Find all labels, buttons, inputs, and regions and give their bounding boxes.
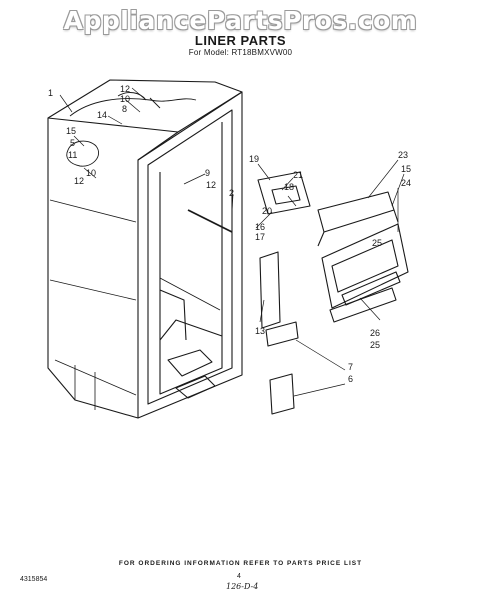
- cabinet-front-frame: [137, 91, 243, 419]
- callout-label: 25: [370, 340, 380, 350]
- callout-label: 8: [122, 104, 127, 114]
- callout-label: 10: [120, 94, 130, 104]
- ice-tray-assembly: [317, 191, 395, 233]
- bulb-cover: [329, 287, 397, 323]
- air-duct-bottom: [269, 373, 295, 415]
- rear-wiring: [69, 98, 197, 117]
- callout-label: 12: [74, 176, 84, 186]
- callout-label: 16: [255, 222, 265, 232]
- callout-label: 25: [372, 238, 382, 248]
- cabinet-side: [47, 118, 179, 419]
- cabinet-top: [47, 79, 243, 133]
- light-shield: [321, 223, 409, 309]
- air-duct-upper: [259, 251, 281, 329]
- model-line: For Model: RT18BMXVW00: [188, 48, 293, 57]
- callout-label: 18: [284, 182, 294, 192]
- callout-label: 23: [398, 150, 408, 160]
- callout-label: 26: [370, 328, 380, 338]
- callout-label: 12: [120, 84, 130, 94]
- callout-label: 2: [229, 188, 234, 198]
- callout-label: 15: [401, 164, 411, 174]
- ordering-note: FOR ORDERING INFORMATION REFER TO PARTS …: [118, 560, 363, 567]
- air-duct-lower: [265, 321, 299, 347]
- liner-opening: [147, 109, 233, 405]
- callout-label: 11: [68, 150, 77, 160]
- diagram-title: LINER PARTS: [194, 33, 287, 48]
- page-number: 4: [237, 573, 241, 580]
- handwritten-note: 126-D-4: [226, 582, 259, 591]
- doc-number: 4315854: [20, 576, 48, 583]
- callout-label: 15: [66, 126, 76, 136]
- callout-label: 20: [262, 206, 272, 216]
- control-housing: [257, 171, 311, 215]
- callout-label: 13: [255, 326, 265, 336]
- callout-label: 7: [348, 362, 353, 372]
- watermark: AppliancePartsPros.com: [63, 6, 418, 35]
- callout-label: 17: [255, 232, 265, 242]
- callout-label: 10: [86, 168, 96, 178]
- callout-label: 24: [401, 178, 411, 188]
- callout-label: 9: [205, 168, 210, 178]
- callout-label: 19: [249, 154, 259, 164]
- callout-label: 1: [48, 88, 53, 98]
- callout-label: 14: [97, 110, 107, 120]
- callout-label: 6: [348, 374, 353, 384]
- callout-label: 21: [293, 170, 303, 180]
- callout-label: 12: [206, 180, 216, 190]
- callout-label: 5: [70, 138, 75, 148]
